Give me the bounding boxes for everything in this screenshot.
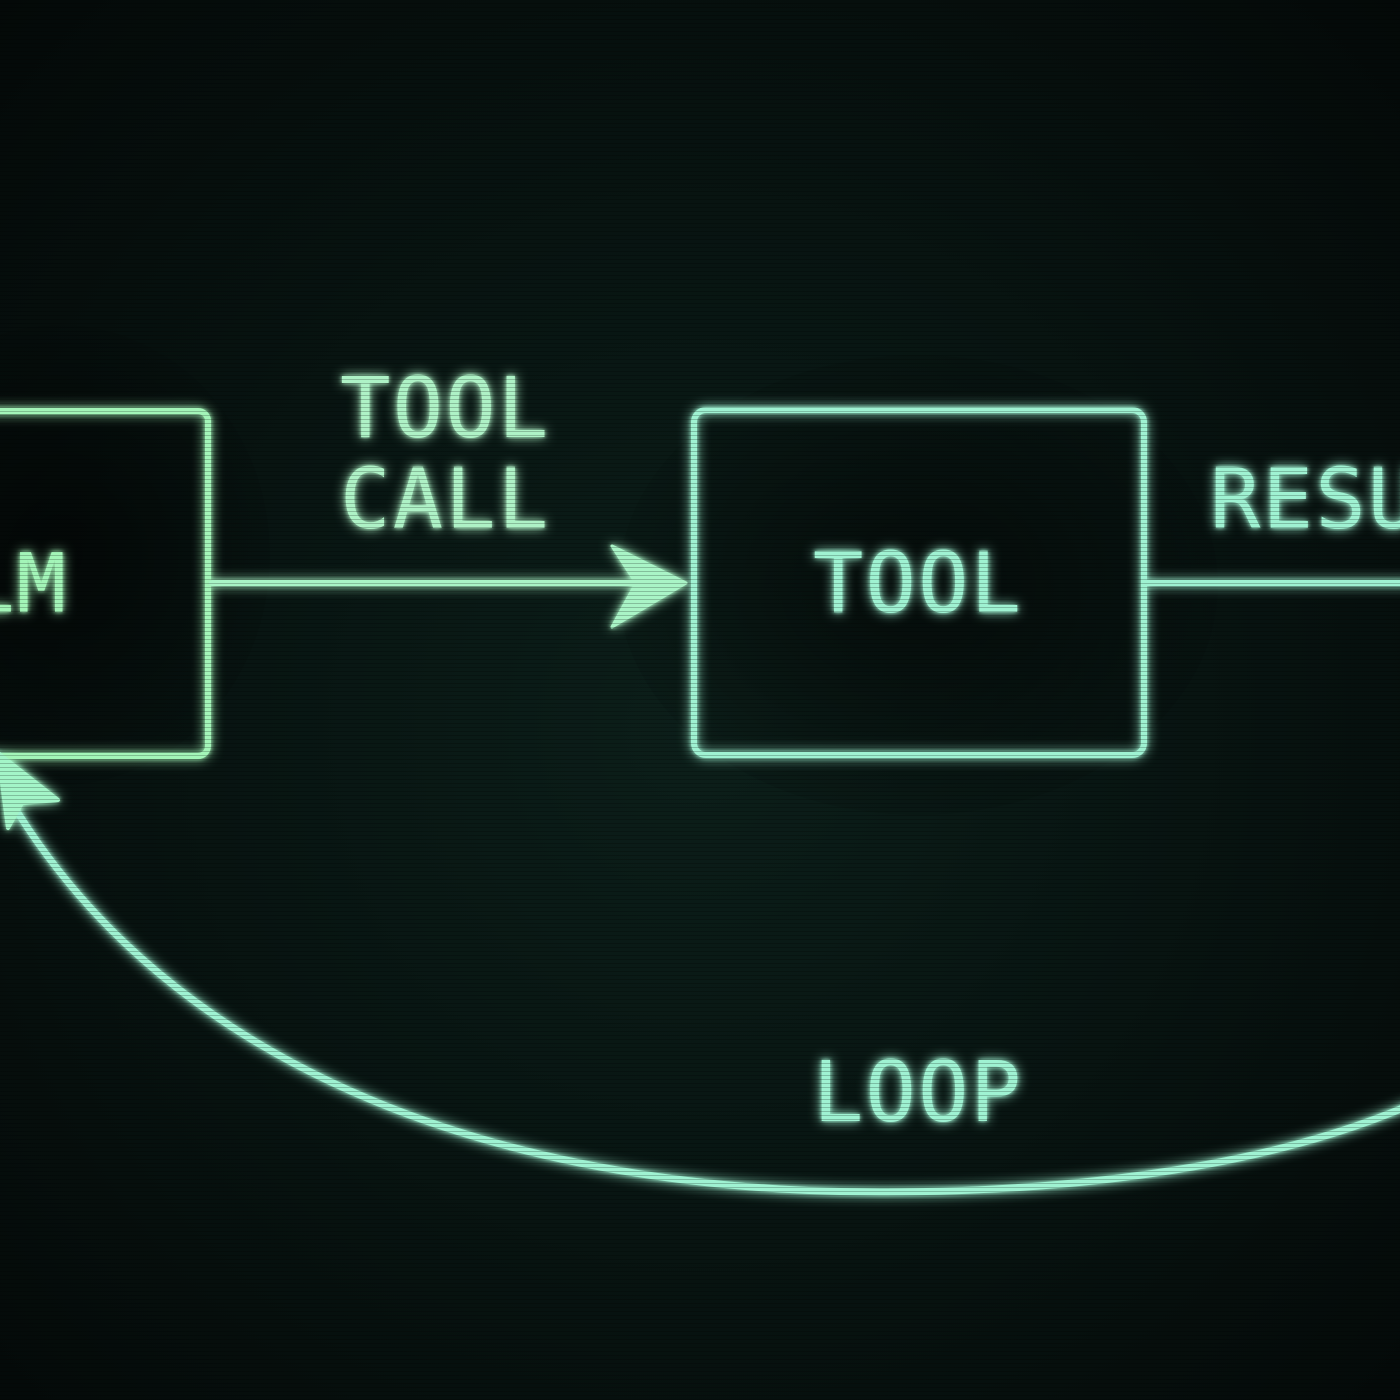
tool-node-box	[691, 407, 1147, 758]
result-label: RESULT	[1210, 450, 1400, 548]
llm-shadow	[0, 325, 270, 785]
loop-label: LOOP	[813, 1043, 1023, 1141]
tool-call-label-line2: CALL	[340, 450, 550, 548]
llm-node-label: LLM	[0, 537, 68, 632]
tool-call-label-line1: TOOL	[340, 359, 550, 457]
tool-call-arrowhead	[610, 544, 688, 629]
loop-arrowhead	[0, 752, 60, 830]
tool-shadow	[618, 355, 1218, 815]
llm-node-box	[0, 408, 211, 759]
loop-arrow-curve	[6, 796, 1400, 1196]
tool-node-label: TOOL	[813, 534, 1023, 632]
